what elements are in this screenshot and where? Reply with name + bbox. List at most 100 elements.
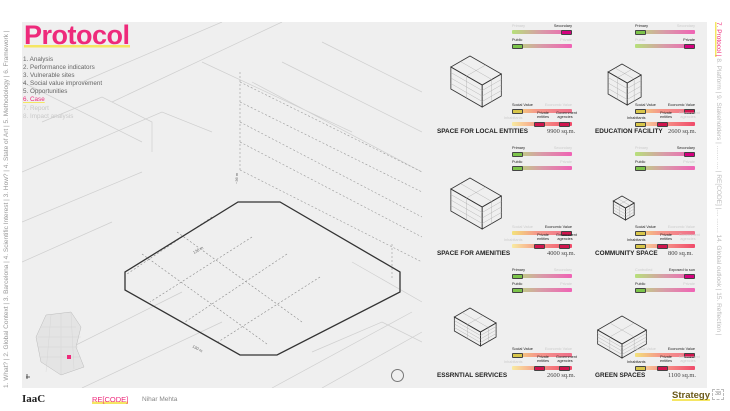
building-volume-icon <box>612 195 635 221</box>
value-left-label: Social Value <box>512 103 533 107</box>
card-area: 1100 sq.m. <box>668 372 696 379</box>
author-name: Nihar Mehta <box>142 396 178 403</box>
government-agencies-label: Government agencies <box>679 111 700 119</box>
ownership-slider <box>635 43 695 49</box>
criteria-1-left-label: Primary <box>512 146 526 150</box>
value-active-left <box>512 108 523 114</box>
site-boundary <box>124 201 401 356</box>
criteria-1-right-label: Secondary <box>553 268 572 272</box>
card-title: SPACE FOR LOCAL ENTITIES <box>437 128 529 135</box>
dim-label-height: ~36 m <box>234 172 239 184</box>
value-right-label: Economic Value <box>544 225 572 229</box>
government-agencies-label: Government agencies <box>556 355 577 363</box>
protocol-step: 2. Performance indicators <box>23 64 95 72</box>
value-slider <box>512 352 572 358</box>
government-agencies-label: Government agencies <box>679 233 700 241</box>
location-minimap <box>24 307 96 380</box>
building-volume-guides <box>239 72 422 280</box>
ownership-right-label: Private <box>683 160 695 164</box>
building-volume-icon <box>450 177 503 230</box>
stakeholder-active-b <box>657 365 668 371</box>
criteria-1-slider <box>635 151 695 157</box>
criteria-1-left-label: Primary <box>512 24 526 28</box>
protocol-step: 4. Social value improvement <box>23 80 103 88</box>
criteria-1-slider <box>635 29 695 35</box>
page-number: 38 <box>712 389 724 400</box>
criteria-1-left-label: Primary <box>635 24 649 28</box>
card-title: ESSRNTIAL SERVICES <box>437 372 508 379</box>
ownership-active-left <box>512 165 523 171</box>
stakeholder-active-b <box>657 243 668 249</box>
inhabitants-label: Inhabitants <box>504 238 523 242</box>
criteria-1-right-label: Secondary <box>553 146 572 150</box>
card-area: 9900 sq.m. <box>547 128 576 135</box>
chapter-nav-left[interactable]: 1. What? | 2. Global Context | 3. Barcel… <box>3 30 10 388</box>
value-active-left <box>512 352 523 358</box>
iaac-logo: IaaC <box>22 393 46 405</box>
ownership-left-label: Public <box>635 160 646 164</box>
stakeholder-slider <box>635 121 695 127</box>
value-active-left <box>635 108 646 114</box>
criteria-1-slider <box>512 151 572 157</box>
protocol-step: 5. Opportunities <box>23 88 68 96</box>
criteria-1-right-label: Secondary <box>676 146 695 150</box>
inhabitants-label: Inhabitants <box>504 116 523 120</box>
ownership-right-label: Private <box>560 282 572 286</box>
inhabitants-label: Inhabitants <box>627 360 646 364</box>
ownership-left-label: Public <box>512 160 523 164</box>
ownership-slider <box>635 165 695 171</box>
criteria-1-left-label: Primary <box>635 146 649 150</box>
protocol-step: 3. Vulnerable sites <box>23 72 75 80</box>
stakeholder-active-b <box>534 243 545 249</box>
ownership-active-left <box>635 165 646 171</box>
card-area: 4000 sq.m. <box>547 250 576 257</box>
page-title: Protocol <box>24 20 130 51</box>
value-slider <box>512 108 572 114</box>
site-grid <box>126 216 321 345</box>
north-arrow-icon <box>391 369 404 382</box>
ownership-left-label: Public <box>512 38 523 42</box>
card-area: 2600 sq.m. <box>547 372 576 379</box>
building-volume-icon <box>450 55 503 108</box>
protocol-step: 1. Analysis <box>23 56 54 63</box>
criteria-1-slider <box>512 29 572 35</box>
ownership-left-label: Public <box>512 282 523 286</box>
criteria-1-active-left <box>512 273 523 279</box>
government-agencies-label: Government agencies <box>556 111 577 119</box>
private-entities-label: Private entities <box>659 233 673 241</box>
stakeholder-active-a <box>635 121 646 127</box>
ownership-left-label: Public <box>635 38 646 42</box>
criteria-1-active-left <box>512 151 523 157</box>
stakeholder-active-b <box>534 121 545 127</box>
card-title: GREEN SPACES <box>595 372 646 379</box>
stakeholder-active-c <box>559 365 570 371</box>
ownership-slider <box>635 287 695 293</box>
value-active-left <box>635 230 646 236</box>
ownership-slider <box>512 43 572 49</box>
criteria-1-active-right <box>561 29 572 35</box>
ownership-left-label: Public <box>635 282 646 286</box>
stakeholder-slider <box>635 243 695 249</box>
stakeholder-active-a <box>635 243 646 249</box>
criteria-1-active-left <box>635 29 646 35</box>
value-slider <box>635 352 695 358</box>
ownership-active-left <box>512 287 523 293</box>
criteria-1-slider <box>635 273 695 279</box>
building-volume-icon <box>596 315 648 359</box>
criteria-1-right-label: Exposed to sun <box>668 268 695 272</box>
street-context-lines <box>22 22 422 388</box>
slide-canvas: 130 m 130 m ~36 m <box>22 22 707 388</box>
protocol-step: 8. Impact analysis <box>23 112 74 120</box>
criteria-1-right-label: Secondary <box>676 24 695 28</box>
dim-label-a: 130 m <box>192 245 205 255</box>
value-right-label: Economic Value <box>667 225 695 229</box>
private-entities-label: Private entities <box>659 111 673 119</box>
stakeholder-active-c <box>559 121 570 127</box>
stakeholder-slider <box>512 121 572 127</box>
value-right-label: Economic Value <box>667 347 695 351</box>
